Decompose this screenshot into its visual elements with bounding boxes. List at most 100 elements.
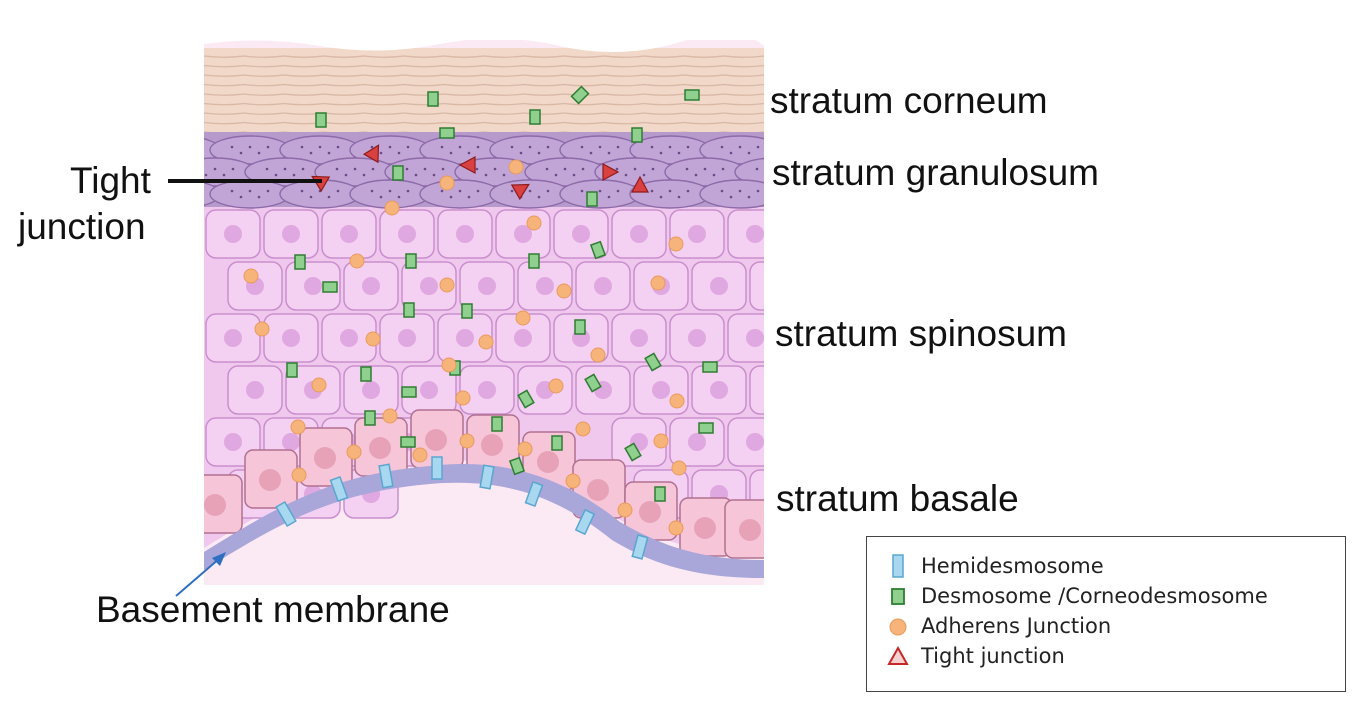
adherens-marker (365, 331, 381, 347)
keratohyalin-granule (502, 173, 506, 177)
cell-nucleus (398, 225, 416, 243)
keratohyalin-granule (458, 189, 462, 193)
keratohyalin-granule (738, 145, 742, 149)
desmosome-marker (698, 422, 714, 434)
desmosome-marker (529, 109, 541, 125)
cell-nucleus (362, 277, 380, 295)
keratohyalin-granule (231, 167, 235, 171)
keratohyalin-granule (650, 145, 654, 149)
corneum-lamella (204, 102, 764, 106)
adherens-marker (254, 321, 270, 337)
cell-nucleus (746, 433, 764, 451)
keratohyalin-granule (336, 145, 340, 149)
cell-nucleus (710, 381, 728, 399)
keratohyalin-granule (161, 190, 164, 193)
keratohyalin-granule (659, 151, 663, 155)
keratohyalin-granule (248, 189, 252, 193)
adherens-marker (455, 390, 471, 406)
keratohyalin-granule (292, 173, 296, 177)
keratohyalin-granule (537, 151, 541, 155)
keratohyalin-granule (668, 145, 672, 149)
keratohyalin-granule (432, 173, 436, 177)
cell-nucleus (340, 225, 358, 243)
hemidesmosome-marker (431, 456, 443, 480)
adherens-junction-icon (889, 618, 907, 636)
keratohyalin-granule (598, 189, 602, 193)
keratohyalin-granule (493, 167, 497, 171)
keratohyalin-granule (765, 174, 768, 177)
keratohyalin-granule (607, 195, 611, 199)
keratohyalin-granule (344, 173, 348, 177)
keratohyalin-granule (694, 173, 698, 177)
adherens-marker (346, 444, 362, 460)
keratohyalin-granule (318, 145, 322, 149)
corneum-lamella (204, 64, 764, 68)
junction-markers (243, 85, 718, 560)
keratohyalin-granule (651, 167, 655, 171)
granulosum-cells (161, 135, 768, 209)
adherens-marker (590, 347, 606, 363)
keratohyalin-granule (379, 195, 383, 199)
keratohyalin-granule (476, 189, 480, 193)
keratohyalin-granule (580, 189, 584, 193)
keratohyalin-granule (179, 146, 182, 149)
keratohyalin-granule (467, 195, 471, 199)
desmosome-marker (364, 410, 376, 426)
keratohyalin-granule (397, 151, 401, 155)
cell-nucleus (688, 225, 706, 243)
keratohyalin-granule (353, 167, 357, 171)
keratohyalin-granule (598, 145, 602, 149)
keratohyalin-granule (572, 173, 576, 177)
legend-row-tight: Tight junction (887, 641, 1065, 671)
keratohyalin-granule (188, 152, 191, 155)
keratohyalin-granule (703, 167, 707, 171)
adherens-marker (439, 175, 455, 191)
keratohyalin-granule (397, 195, 401, 199)
hemidesmosome-icon (892, 554, 904, 578)
legend: Hemidesmosome Desmosome /Corneodesmosome… (866, 536, 1346, 692)
cell-nucleus (710, 277, 728, 295)
keratohyalin-granule (309, 151, 313, 155)
keratohyalin-granule (720, 145, 724, 149)
desmosome-marker (360, 366, 372, 382)
adherens-marker (478, 334, 494, 350)
keratohyalin-granule (362, 173, 366, 177)
hemidesmosome-marker (479, 464, 495, 490)
hemidesmosome-marker (574, 508, 596, 536)
keratohyalin-granule (204, 173, 208, 177)
cell-nucleus (514, 225, 532, 243)
hemidesmosome-marker (524, 480, 544, 508)
adherens-marker (556, 283, 572, 299)
keratohyalin-granule (370, 145, 374, 149)
basal-nucleus (481, 434, 503, 456)
desmosome-marker (574, 319, 586, 335)
desmosome-marker (702, 361, 718, 373)
hemidesmosome-marker (329, 475, 349, 503)
keratohyalin-granule (309, 195, 313, 199)
desmosome-marker (400, 436, 416, 448)
desmosome-marker (491, 416, 503, 432)
keratohyalin-granule (650, 189, 654, 193)
adherens-marker (548, 378, 564, 394)
keratohyalin-granule (440, 145, 444, 149)
legend-label-desmosome: Desmosome /Corneodesmosome (921, 584, 1268, 608)
keratohyalin-granule (554, 173, 558, 177)
keratohyalin-granule (441, 167, 445, 171)
cell-nucleus (572, 225, 590, 243)
basal-nucleus (639, 501, 661, 523)
tight-junction-marker (631, 175, 649, 193)
corneum-lamella (204, 112, 764, 115)
keratohyalin-granule (170, 196, 173, 199)
desmosome-marker (517, 389, 535, 409)
desmosome-marker (508, 456, 526, 476)
adherens-marker (291, 467, 307, 483)
tight-junction-marker (602, 163, 620, 181)
basal-nucleus (259, 469, 281, 491)
keratohyalin-granule (484, 173, 488, 177)
desmosome-marker (286, 362, 298, 378)
legend-row-desmosome: Desmosome /Corneodesmosome (887, 581, 1268, 611)
cell-nucleus (688, 329, 706, 347)
desmosome-marker (403, 302, 415, 318)
desmosome-marker (401, 386, 417, 398)
granulosum-cell (699, 179, 764, 209)
